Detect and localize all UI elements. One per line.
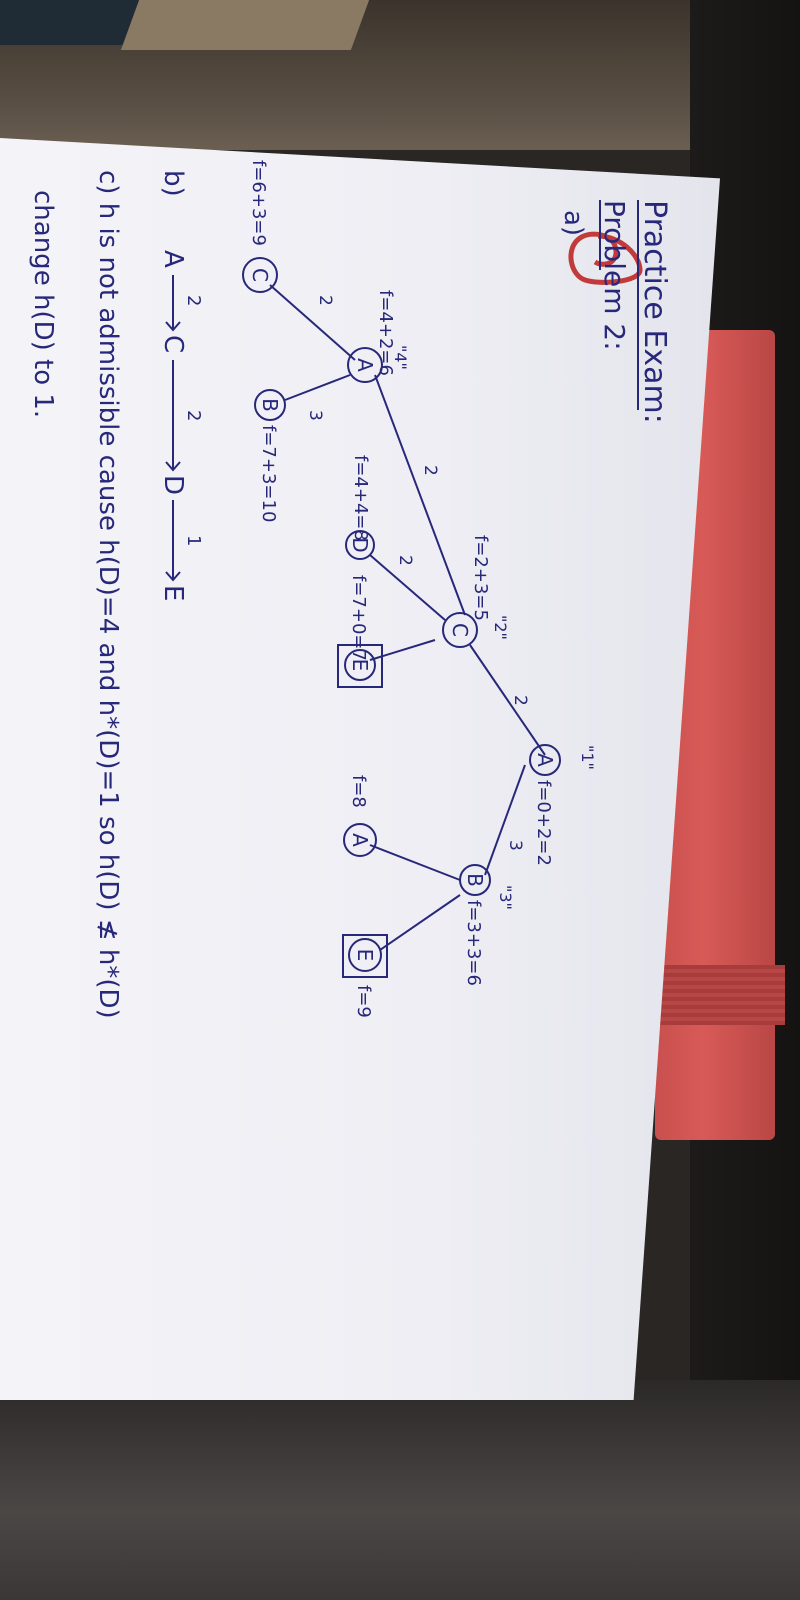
edge-cost: 3 [505,840,525,851]
edge-cost: 3 [305,410,325,421]
edge-a-c [469,644,546,756]
path-node: C [158,335,188,353]
node-e1 [344,649,376,681]
node-label: B [258,398,282,412]
node-c2 [242,257,278,293]
desk-surface [0,1380,800,1600]
node-b2 [254,389,286,421]
node-label: C [248,268,272,282]
edge-a2-b [284,374,351,401]
f-value: f=7+0=7 [348,575,369,661]
path-arrows [165,275,181,582]
tree-edges [269,284,546,951]
path-cost: 1 [183,535,204,546]
path-cost: 2 [183,295,204,306]
edge-cost: 2 [420,465,440,476]
path-cost: 2 [183,410,204,421]
node-label: C [448,623,472,637]
path-node: E [158,585,188,601]
order-label: "4" [391,345,410,370]
order-label: "2" [491,615,510,640]
f-value: f=8 [348,775,369,808]
part-c-line-1: c) h is not admissible cause h(D)=4 and … [93,170,123,1019]
part-b-label: b) [158,170,188,197]
part-c-line-2: change h(D) to 1. [28,190,58,418]
part-a-label: a) [558,210,588,236]
title: Practice Exam: [637,200,672,424]
node-e2 [348,938,382,972]
node-label: E [348,659,372,672]
node-label: A [353,358,377,372]
f-value: f=7+3=10 [258,425,279,522]
problem-heading: Problem 2: [598,200,631,351]
node-a3 [343,823,377,857]
node-b [459,864,491,896]
f-value: f=2+3=5 [470,535,491,621]
edge-a2-c [269,284,356,361]
path-node: A [158,250,188,268]
edge-cost: 2 [315,295,335,306]
goal-box-e1 [337,644,383,688]
edge-c-e [369,639,436,661]
node-label: B [463,873,487,887]
path-node: D [158,475,188,495]
node-root-a [529,744,561,776]
edge-cost: 2 [395,555,415,566]
node-label: D [348,537,372,552]
node-a2 [347,347,383,383]
goal-box-e2 [342,934,388,978]
f-value: f=6+3=9 [248,160,269,246]
node-label: E [353,949,377,962]
order-label: "1" [578,745,597,770]
node-d [345,530,375,560]
node-label: A [348,833,372,847]
f-value: f=0+2=2 [533,780,554,866]
f-value: f=9 [353,985,374,1018]
f-value: f=4+4=8 [350,455,371,541]
edge-c-a [374,374,466,616]
node-label: A [533,753,557,767]
order-label: "3" [496,885,515,910]
f-value: f=3+3=6 [463,900,484,986]
edge-cost: 2 [510,695,530,706]
edge-c-d [369,554,446,621]
f-value: f=4+2=6 [375,290,396,376]
edge-b-e [379,894,461,951]
node-c [442,612,478,648]
notebook-elastic-band [655,965,785,1025]
edge-b-a [369,844,461,881]
edge-a-b [484,764,526,876]
